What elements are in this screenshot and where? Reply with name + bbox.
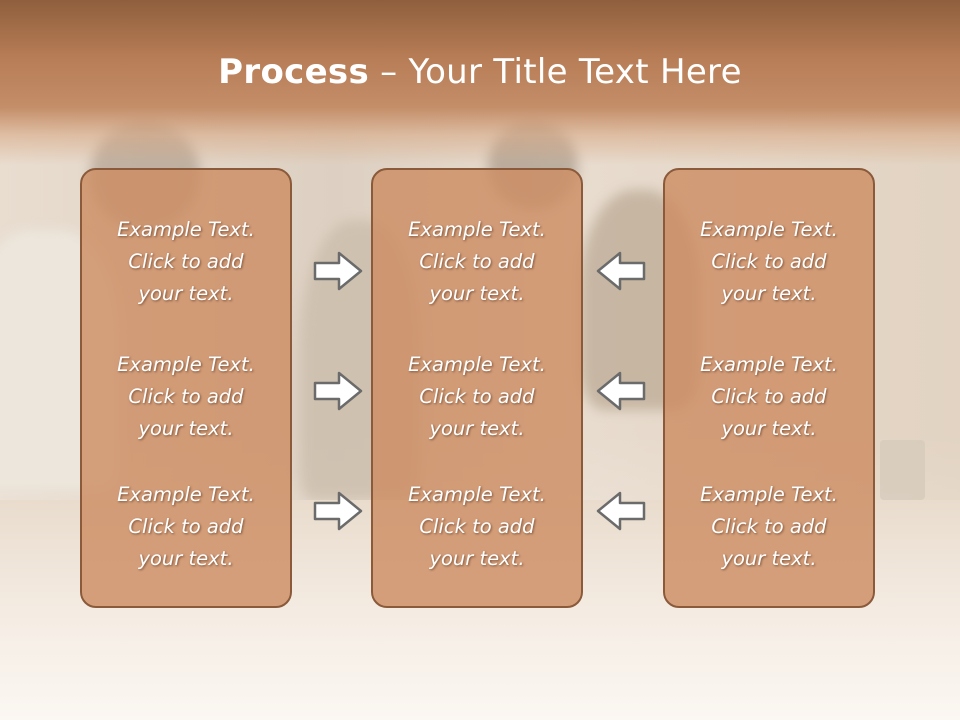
item-line: Click to add — [419, 515, 535, 538]
item-line: Example Text. — [117, 353, 255, 376]
text-item[interactable]: Example Text. Click to add your text. — [665, 349, 873, 445]
item-line: Example Text. — [408, 218, 546, 241]
item-line: Click to add — [419, 250, 535, 273]
item-line: Click to add — [711, 515, 827, 538]
text-item[interactable]: Example Text. Click to add your text. — [665, 479, 873, 575]
item-line: your text. — [429, 417, 525, 440]
item-line: Click to add — [711, 250, 827, 273]
item-line: Click to add — [128, 385, 244, 408]
item-line: Click to add — [711, 385, 827, 408]
item-line: Click to add — [419, 385, 535, 408]
item-line: your text. — [721, 282, 817, 305]
item-line: your text. — [721, 417, 817, 440]
item-line: Example Text. — [117, 483, 255, 506]
text-item[interactable]: Example Text. Click to add your text. — [82, 214, 290, 310]
process-box-right[interactable]: Example Text. Click to add your text. Ex… — [663, 168, 875, 608]
title-rest: – Your Title Text Here — [369, 52, 742, 92]
item-line: your text. — [429, 282, 525, 305]
background-chair — [880, 440, 925, 500]
item-line: your text. — [138, 547, 234, 570]
item-line: your text. — [138, 282, 234, 305]
left-arrow-icon[interactable] — [596, 491, 646, 531]
item-line: Example Text. — [408, 353, 546, 376]
item-line: your text. — [138, 417, 234, 440]
right-arrow-icon[interactable] — [313, 371, 363, 411]
item-line: your text. — [721, 547, 817, 570]
right-arrow-icon[interactable] — [313, 491, 363, 531]
left-arrow-icon[interactable] — [596, 251, 646, 291]
item-line: Click to add — [128, 515, 244, 538]
text-item[interactable]: Example Text. Click to add your text. — [82, 479, 290, 575]
item-line: Click to add — [128, 250, 244, 273]
process-box-middle[interactable]: Example Text. Click to add your text. Ex… — [371, 168, 583, 608]
item-line: Example Text. — [700, 483, 838, 506]
left-arrow-icon[interactable] — [596, 371, 646, 411]
item-line: Example Text. — [117, 218, 255, 241]
title-bold: Process — [218, 52, 370, 92]
process-box-left[interactable]: Example Text. Click to add your text. Ex… — [80, 168, 292, 608]
item-line: Example Text. — [700, 353, 838, 376]
title-band — [0, 0, 960, 165]
text-item[interactable]: Example Text. Click to add your text. — [373, 214, 581, 310]
right-arrow-icon[interactable] — [313, 251, 363, 291]
item-line: Example Text. — [408, 483, 546, 506]
text-item[interactable]: Example Text. Click to add your text. — [373, 349, 581, 445]
item-line: your text. — [429, 547, 525, 570]
text-item[interactable]: Example Text. Click to add your text. — [373, 479, 581, 575]
text-item[interactable]: Example Text. Click to add your text. — [665, 214, 873, 310]
slide-title[interactable]: Process – Your Title Text Here — [0, 52, 960, 92]
text-item[interactable]: Example Text. Click to add your text. — [82, 349, 290, 445]
item-line: Example Text. — [700, 218, 838, 241]
